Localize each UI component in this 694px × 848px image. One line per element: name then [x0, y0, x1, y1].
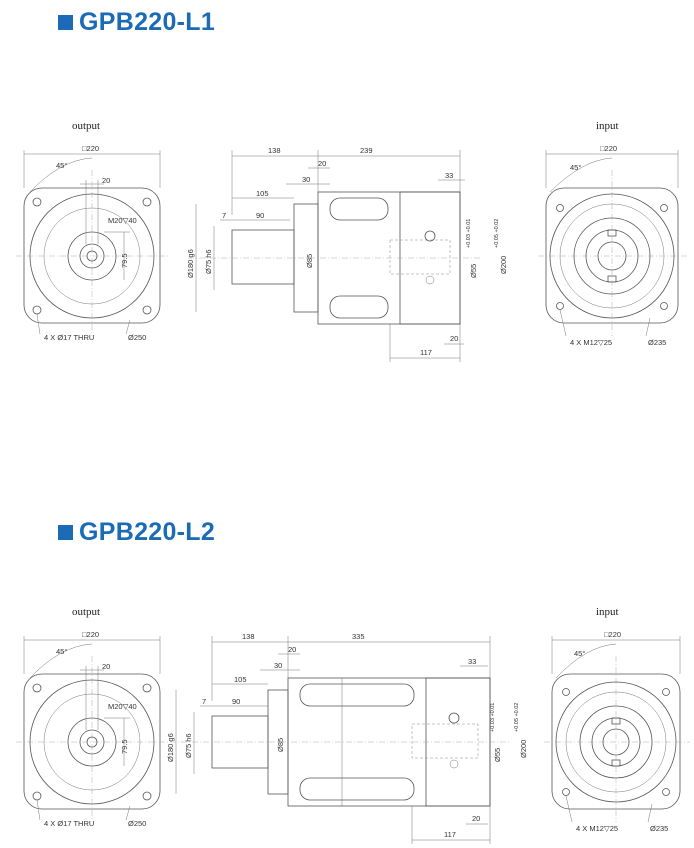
- input-flange-drawing: □220 45° 4 X M12▽25 Ø235: [544, 630, 690, 833]
- pilot-dia: Ø180 g6: [186, 249, 195, 278]
- shaft-dia: Ø75 h6: [204, 249, 213, 274]
- bore-tol: +0.03 +0.01: [466, 219, 472, 248]
- output-thread: M20▽40: [108, 216, 137, 225]
- input-label: input: [596, 606, 619, 618]
- dim-105: 105: [256, 189, 269, 198]
- shaft-dia: Ø75 h6: [184, 733, 193, 758]
- pilot-dia: Ø180 g6: [166, 733, 175, 762]
- dim-117: 117: [420, 348, 432, 357]
- input-pcd: Ø235: [648, 338, 666, 347]
- heading-square-icon: [58, 15, 73, 30]
- output-thread: M20▽40: [108, 702, 137, 711]
- input-label: input: [596, 120, 619, 132]
- shoulder-dia: Ø85: [305, 254, 314, 268]
- output-label: output: [72, 120, 101, 132]
- output-holes: 4 X Ø17 THRU: [44, 333, 94, 342]
- output-square-dim: □220: [82, 144, 99, 153]
- spigot-dia: Ø200: [519, 740, 528, 758]
- output-label: output: [72, 606, 101, 618]
- dim-117: 117: [444, 830, 456, 839]
- section-gpb220-l1: GPB220-L1 output input □220 45° 20 M20▽4…: [0, 0, 694, 420]
- output-pcd: Ø250: [128, 819, 146, 828]
- dim-30: 30: [302, 175, 310, 184]
- dim-20-top: 20: [318, 159, 326, 168]
- spigot-tol: +0.05 +0.02: [514, 703, 520, 732]
- model-heading: GPB220-L2: [58, 518, 215, 547]
- spigot-tol: +0.05 +0.02: [494, 219, 500, 248]
- dim-20-bot: 20: [472, 814, 480, 823]
- input-angle: 45°: [570, 163, 581, 172]
- dim-30: 30: [274, 661, 282, 670]
- model-title: GPB220-L1: [79, 8, 216, 36]
- dim-138: 138: [268, 146, 281, 155]
- spigot-dia: Ø200: [499, 256, 508, 274]
- side-view-drawing: 138 239 20 30 105 33 7 90 Ø180 g6 Ø75 h6…: [186, 146, 508, 362]
- dim-20-top: 20: [288, 645, 296, 654]
- model-title: GPB220-L2: [79, 518, 216, 546]
- input-pcd: Ø235: [650, 824, 668, 833]
- bore-dia: Ø55: [493, 748, 502, 762]
- output-key-height: 79.5: [120, 253, 129, 268]
- dim-33: 33: [445, 171, 453, 180]
- output-flange-drawing: □220 45° 20 M20▽40 79.5 4 X Ø17 THRU Ø25…: [16, 144, 168, 342]
- output-key-height: 79.5: [120, 739, 129, 754]
- input-square-dim: □220: [600, 144, 617, 153]
- dim-105: 105: [234, 675, 247, 684]
- dim-7: 7: [202, 697, 206, 706]
- dim-335: 335: [352, 632, 365, 641]
- section-gpb220-l2: GPB220-L2 output input □220 45° 20 M20▽4…: [0, 510, 694, 844]
- input-angle: 45°: [574, 649, 585, 658]
- dim-7: 7: [222, 211, 226, 220]
- output-flange-drawing: □220 45° 20 M20▽40 79.5 4 X Ø17 THRU Ø25…: [16, 630, 168, 828]
- input-flange-drawing: □220 45° 4 X M12▽25 Ø235: [538, 144, 688, 347]
- bore-dia: Ø55: [469, 264, 478, 278]
- bore-tol: +0.03 +0.01: [490, 703, 496, 732]
- output-square-dim: □220: [82, 630, 99, 639]
- dim-90: 90: [232, 697, 240, 706]
- output-key-width: 20: [102, 662, 110, 671]
- dim-239: 239: [360, 146, 373, 155]
- dim-20-bot: 20: [450, 334, 458, 343]
- shoulder-dia: Ø85: [276, 738, 285, 752]
- heading-square-icon: [58, 525, 73, 540]
- side-view-drawing: 138 335 20 30 105 33 7 90 Ø180 g6 Ø75 h6…: [166, 632, 528, 844]
- input-holes: 4 X M12▽25: [576, 824, 618, 833]
- dim-138: 138: [242, 632, 255, 641]
- output-holes: 4 X Ø17 THRU: [44, 819, 94, 828]
- output-key-width: 20: [102, 176, 110, 185]
- output-pcd: Ø250: [128, 333, 146, 342]
- output-angle: 45°: [56, 647, 67, 656]
- dim-90: 90: [256, 211, 264, 220]
- input-holes: 4 X M12▽25: [570, 338, 612, 347]
- input-square-dim: □220: [604, 630, 621, 639]
- output-angle: 45°: [56, 161, 67, 170]
- dim-33: 33: [468, 657, 476, 666]
- model-heading: GPB220-L1: [58, 8, 215, 37]
